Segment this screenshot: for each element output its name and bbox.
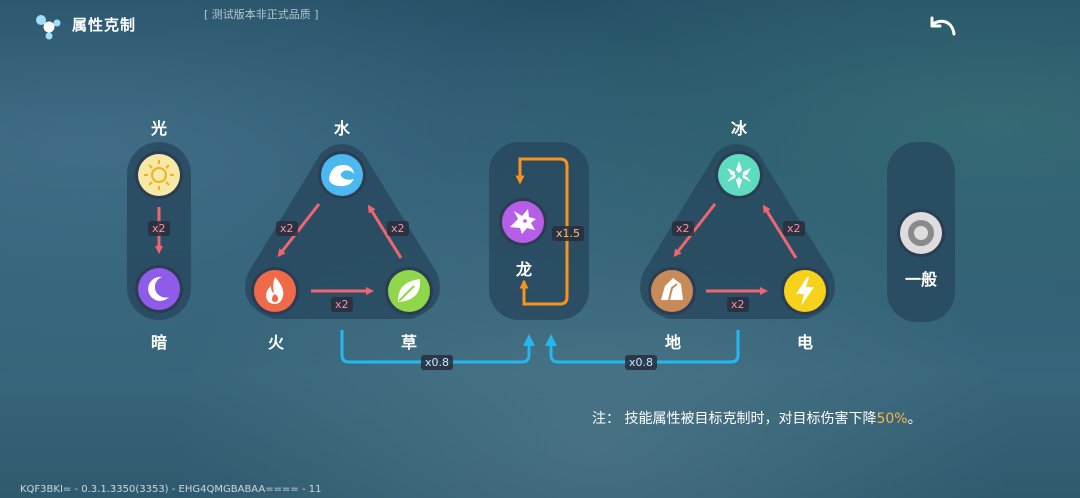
version-string: KQF3BKI= - 0.3.1.3350(3353) - EHG4QMGBAB… [20,484,322,495]
multiplier-dragon: x1.5 [552,226,585,241]
element-label-normal: 一般 [904,270,937,289]
multiplier-fire-grass: x2 [331,297,353,312]
moon-icon[interactable] [134,264,184,314]
note-percent: 50% [876,411,908,427]
note-prefix: 注： 技能属性被目标克制时，对目标伤害下降 [592,411,877,427]
normal-ring-icon[interactable] [896,208,946,258]
element-label-light: 光 [150,119,167,138]
grass-to-water-arrow [367,204,403,259]
element-label-electric: 电 [796,333,813,352]
multiplier-right-to-dragon: x0.8 [625,355,658,370]
multiplier-light-dark: x2 [148,221,170,236]
damage-note: 注： 技能属性被目标克制时，对目标伤害下降50%。 [592,408,922,428]
water-to-fire-arrow [277,203,321,258]
element-label-grass: 草 [400,333,417,352]
multiplier-left-to-dragon: x0.8 [421,355,454,370]
element-label-ice: 冰 [730,119,747,138]
lightning-icon[interactable] [780,266,830,316]
element-label-dragon: 龙 [515,260,532,279]
element-label-fire: 火 [267,333,284,352]
dragon-head-icon[interactable] [498,197,548,247]
earth-rock-icon[interactable] [647,266,697,316]
multiplier-electric-ice: x2 [783,221,805,236]
ice-to-earth-arrow [673,203,717,258]
multiplier-grass-water: x2 [387,221,409,236]
sun-icon[interactable] [134,150,184,200]
page-title: 属性克制 [72,16,137,34]
back-arrow-icon[interactable] [924,12,960,42]
multiplier-ice-earth: x2 [672,221,694,236]
element-label-dark: 暗 [150,333,167,352]
leaf-icon[interactable] [384,266,434,316]
water-wave-icon[interactable] [317,150,367,200]
element-label-water: 水 [333,119,350,138]
note-suffix: 。 [907,411,922,427]
attribute-molecule-icon [36,15,61,40]
multiplier-earth-electric: x2 [727,297,749,312]
fire-flame-icon[interactable] [250,266,300,316]
multiplier-water-fire: x2 [276,221,298,236]
element-label-earth: 地 [664,333,681,352]
electric-to-ice-arrow [762,204,798,259]
build-watermark: [ 测试版本非正式品质 ] [204,8,319,21]
ice-crystal-icon[interactable] [714,150,764,200]
